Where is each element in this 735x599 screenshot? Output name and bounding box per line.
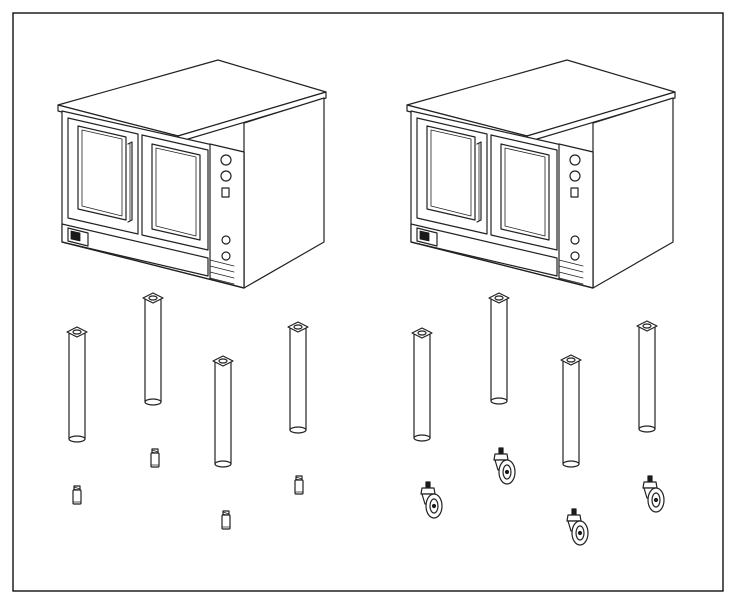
panel-right — [406, 59, 676, 546]
adjustable-foot — [294, 475, 304, 495]
caster — [420, 481, 443, 519]
caster — [642, 475, 665, 513]
frame-border — [12, 12, 724, 592]
oven-right — [406, 59, 676, 289]
leg — [636, 320, 658, 433]
leg — [66, 326, 88, 443]
caster — [566, 508, 589, 546]
adjustable-foot — [221, 510, 231, 530]
leg — [212, 355, 234, 468]
leg — [142, 292, 164, 406]
leg — [411, 327, 433, 442]
leg — [488, 292, 510, 405]
adjustable-foot — [150, 448, 160, 468]
leg — [287, 321, 309, 434]
leg — [560, 354, 582, 468]
caster — [493, 447, 516, 485]
adjustable-foot — [72, 485, 82, 505]
oven-left — [57, 59, 327, 289]
panel-left — [57, 59, 327, 530]
